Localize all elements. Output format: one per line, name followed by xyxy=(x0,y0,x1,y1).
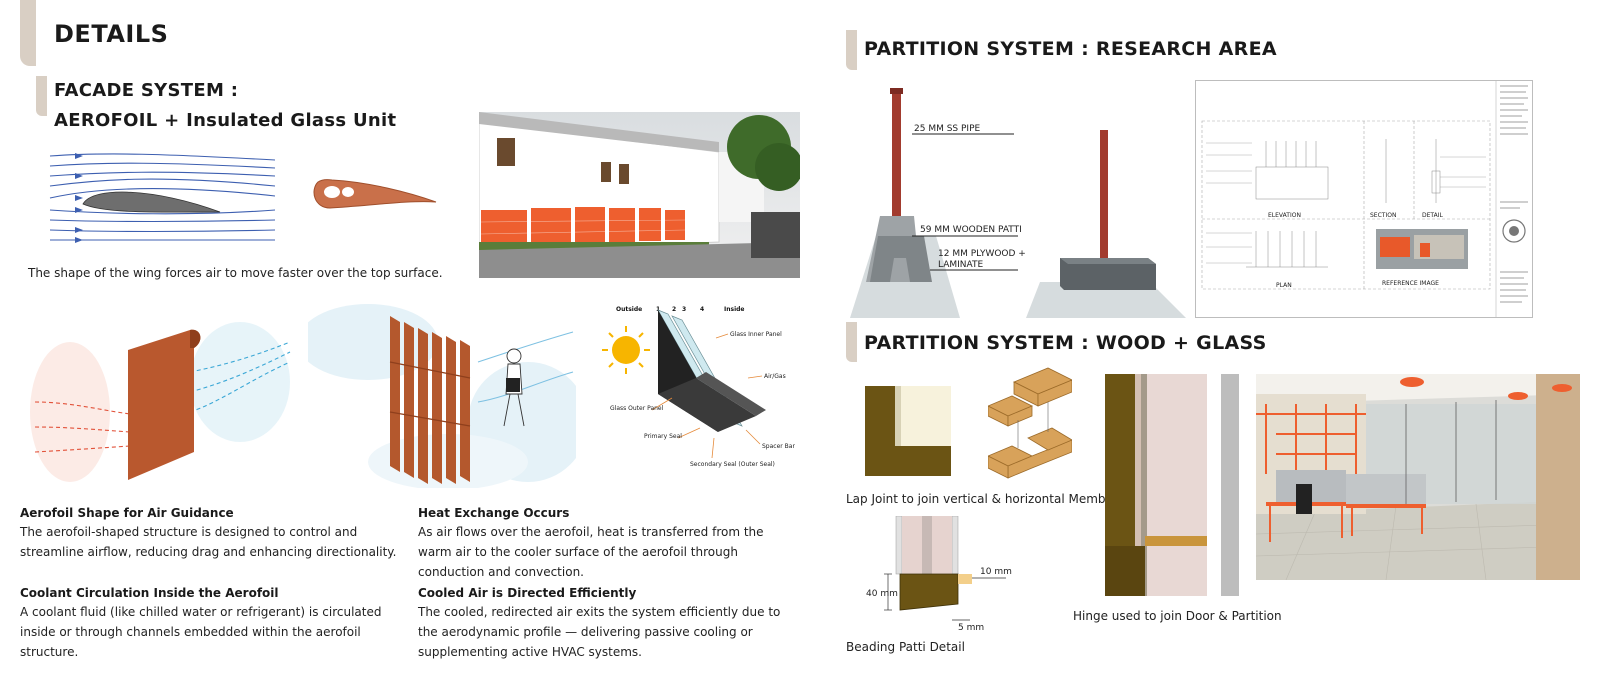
para-title: Heat Exchange Occurs xyxy=(418,506,570,520)
para-title: Coolant Circulation Inside the Aerofoil xyxy=(20,586,279,600)
lap-joint-section xyxy=(865,386,951,476)
lap-joint-caption: Lap Joint to join vertical & horizontal … xyxy=(846,492,1125,506)
para-aerofoil-shape: Aerofoil Shape for Air Guidance The aero… xyxy=(20,506,400,562)
igu-secondary-seal-label: Secondary Seal (Outer Seal) xyxy=(690,461,775,468)
details-title: DETAILS xyxy=(54,20,169,48)
para-coolant-circulation: Coolant Circulation Inside the Aerofoil … xyxy=(20,586,400,662)
lap-joint-exploded xyxy=(988,367,1072,479)
partition-pipe-render: 25 MM SS PIPE 59 MM WOODEN PATTI 12 MM P… xyxy=(850,88,1186,318)
drawing-sheet-content: ELEVATION SECTION DETAIL PLAN REFERENCE … xyxy=(1201,81,1528,317)
label-plywood-2: LAMINATE xyxy=(938,260,983,270)
facade-title-line2: AEROFOIL + Insulated Glass Unit xyxy=(54,110,397,131)
igu-num-1: 1 xyxy=(656,306,660,313)
para-body: The cooled, redirected air exits the sys… xyxy=(418,605,781,659)
igu-num-2: 2 xyxy=(672,306,676,313)
partition-drawing-sheet: ELEVATION SECTION DETAIL PLAN REFERENCE … xyxy=(1195,80,1533,318)
para-body: The aerofoil-shaped structure is designe… xyxy=(20,525,397,559)
facade-accent-bar xyxy=(36,76,47,116)
facade-title-line1: FACADE SYSTEM : xyxy=(54,80,239,101)
label-plywood-1: 12 MM PLYWOOD + xyxy=(938,249,1026,259)
para-cooled-air: Cooled Air is Directed Efficiently The c… xyxy=(418,586,800,662)
igu-section-diagram: Outside 1 2 3 4 Inside Glass Inner Panel… xyxy=(602,306,795,468)
dim-40mm: 40 mm xyxy=(866,589,898,599)
drawing-reference-label: REFERENCE IMAGE xyxy=(1382,280,1439,287)
research-accent-bar xyxy=(846,30,857,70)
airfoil-shape xyxy=(82,191,221,213)
research-title: PARTITION SYSTEM : RESEARCH AREA xyxy=(864,38,1277,60)
wing-caption: The shape of the wing forces air to move… xyxy=(28,266,443,280)
dim-10mm: 10 mm xyxy=(980,567,1012,577)
igu-glass-outer-label: Glass Outer Panel xyxy=(610,405,664,412)
drawing-section-label: SECTION xyxy=(1370,212,1396,219)
drawing-detail-label: DETAIL xyxy=(1422,212,1443,219)
airfoil-flow-diagram xyxy=(49,153,276,243)
aerofoil-airflow-illustration-1 xyxy=(30,322,291,482)
sun-icon xyxy=(602,326,650,374)
para-title: Aerofoil Shape for Air Guidance xyxy=(20,506,234,520)
office-interior-render xyxy=(1256,374,1580,580)
beading-caption: Beading Patti Detail xyxy=(846,640,965,654)
igu-spacer-bar-label: Spacer Bar xyxy=(762,443,795,450)
igu-inside-label: Inside xyxy=(724,306,745,313)
igu-primary-seal-label: Primary Seal xyxy=(644,433,682,440)
para-body: As air flows over the aerofoil, heat is … xyxy=(418,525,764,579)
igu-num-4: 4 xyxy=(700,306,704,313)
woodglass-accent-bar xyxy=(846,322,857,362)
beading-patti-detail: 40 mm 10 mm 5 mm xyxy=(866,516,1012,632)
para-body: A coolant fluid (like chilled water or r… xyxy=(20,605,382,659)
label-ss-pipe: 25 MM SS PIPE xyxy=(914,124,980,134)
drawing-elevation-label: ELEVATION xyxy=(1268,212,1301,219)
igu-outside-label: Outside xyxy=(616,306,642,313)
para-heat-exchange: Heat Exchange Occurs As air flows over t… xyxy=(418,506,800,582)
hinge-caption: Hinge used to join Door & Partition xyxy=(1073,609,1282,623)
facade-render-image xyxy=(479,112,800,278)
drawing-plan-label: PLAN xyxy=(1276,282,1292,289)
facade-title: FACADE SYSTEM : AEROFOIL + Insulated Gla… xyxy=(54,76,396,136)
para-title: Cooled Air is Directed Efficiently xyxy=(418,586,637,600)
woodglass-title: PARTITION SYSTEM : WOOD + GLASS xyxy=(864,332,1267,354)
dim-5mm: 5 mm xyxy=(958,623,984,632)
hinge-render-image xyxy=(1105,374,1239,596)
igu-air-gas-label: Air/Gas xyxy=(764,373,786,380)
details-accent-bar xyxy=(20,0,36,66)
igu-glass-inner-label: Glass Inner Panel xyxy=(730,331,782,338)
igu-num-3: 3 xyxy=(682,306,686,313)
terracotta-aerofoil-section xyxy=(313,179,437,209)
aerofoil-airflow-illustration-2 xyxy=(308,304,576,488)
label-wooden-patti: 59 MM WOODEN PATTI xyxy=(920,225,1022,235)
